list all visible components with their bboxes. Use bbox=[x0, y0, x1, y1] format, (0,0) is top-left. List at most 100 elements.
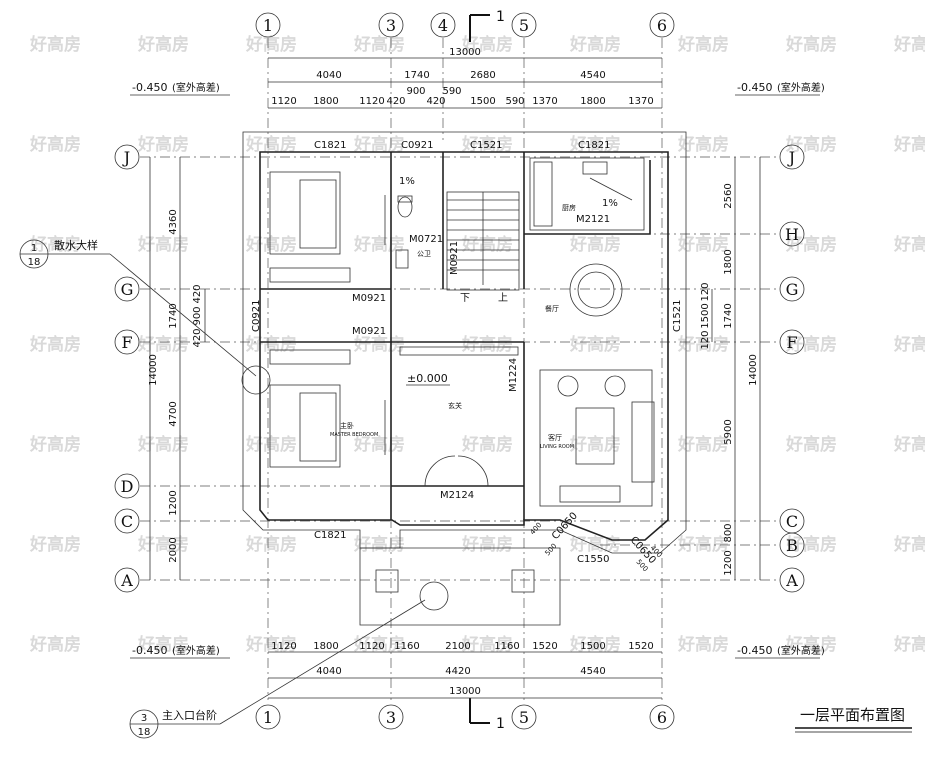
watermark-text: 好高房 bbox=[137, 334, 189, 355]
svg-text:1: 1 bbox=[31, 243, 37, 254]
svg-text:M0921: M0921 bbox=[352, 293, 386, 304]
svg-text:18: 18 bbox=[138, 727, 151, 738]
svg-text:J: J bbox=[122, 148, 130, 167]
svg-text:1740: 1740 bbox=[723, 303, 734, 328]
axis-bubble-D-left: D bbox=[114, 473, 140, 499]
watermark-text: 好高房 bbox=[353, 434, 405, 455]
watermark-text: 好高房 bbox=[353, 234, 405, 255]
watermark-text: 好高房 bbox=[245, 334, 297, 355]
svg-text:玄关: 玄关 bbox=[448, 401, 462, 410]
axis-bubble-G-right: G bbox=[779, 276, 805, 302]
axis-bubble-1-bottom: 1 bbox=[255, 704, 281, 730]
watermark-text: 好高房 bbox=[245, 434, 297, 455]
watermark-text: 好高房 bbox=[893, 34, 925, 55]
svg-text:590: 590 bbox=[505, 96, 524, 107]
svg-text:M2121: M2121 bbox=[576, 214, 610, 225]
svg-text:1: 1 bbox=[496, 716, 505, 732]
svg-text:1120: 1120 bbox=[271, 641, 296, 652]
svg-text:-0.450: -0.450 bbox=[737, 81, 772, 94]
svg-text:G: G bbox=[121, 280, 134, 299]
svg-text:1: 1 bbox=[263, 16, 273, 35]
svg-text:420: 420 bbox=[192, 284, 203, 303]
watermark-text: 好高房 bbox=[353, 634, 405, 655]
watermark-text: 好高房 bbox=[569, 134, 621, 155]
elevation-bottom-right: -0.450 (室外高差) bbox=[735, 644, 825, 659]
drawing-title: 一层平面布置图 bbox=[795, 706, 912, 733]
watermark-text: 好高房 bbox=[245, 634, 297, 655]
svg-text:(室外高差): (室外高差) bbox=[172, 644, 220, 657]
svg-text:1800: 1800 bbox=[723, 249, 734, 274]
svg-text:厨房: 厨房 bbox=[562, 203, 576, 212]
svg-text:1: 1 bbox=[263, 708, 273, 727]
svg-text:(室外高差): (室外高差) bbox=[777, 81, 825, 94]
svg-text:14000: 14000 bbox=[748, 354, 759, 386]
watermark-text: 好高房 bbox=[29, 234, 81, 255]
watermark-text: 好高房 bbox=[137, 434, 189, 455]
svg-text:4700: 4700 bbox=[168, 401, 179, 426]
svg-text:120: 120 bbox=[700, 282, 711, 301]
svg-text:6: 6 bbox=[657, 708, 667, 727]
watermark-text: 好高房 bbox=[245, 534, 297, 555]
watermark-text: 好高房 bbox=[137, 134, 189, 155]
axis-bubble-4: 4 bbox=[430, 12, 456, 38]
svg-text:13000: 13000 bbox=[449, 47, 481, 58]
svg-text:散水大样: 散水大样 bbox=[54, 238, 98, 252]
watermark-text: 好高房 bbox=[569, 634, 621, 655]
svg-text:4540: 4540 bbox=[580, 70, 605, 81]
axis-bubble-J-left: J bbox=[114, 144, 140, 170]
svg-text:1800: 1800 bbox=[580, 96, 605, 107]
watermark-text: 好高房 bbox=[245, 234, 297, 255]
axis-bubble-F-left: F bbox=[114, 329, 140, 355]
svg-text:1800: 1800 bbox=[313, 96, 338, 107]
svg-text:±0.000: ±0.000 bbox=[407, 372, 448, 385]
watermark-text: 好高房 bbox=[137, 234, 189, 255]
bathroom: 公卫 bbox=[395, 195, 431, 269]
watermark-text: 好高房 bbox=[893, 134, 925, 155]
building-walls bbox=[242, 131, 687, 626]
axis-bubble-G-left: G bbox=[114, 276, 140, 302]
svg-text:-0.450: -0.450 bbox=[132, 81, 167, 94]
svg-text:900: 900 bbox=[406, 86, 425, 97]
watermark-text: 好高房 bbox=[893, 334, 925, 355]
svg-text:4040: 4040 bbox=[316, 70, 341, 81]
svg-text:800: 800 bbox=[723, 523, 734, 542]
svg-text:1500: 1500 bbox=[470, 96, 495, 107]
svg-text:420: 420 bbox=[192, 328, 203, 347]
svg-text:14000: 14000 bbox=[148, 354, 159, 386]
living-room-furniture: 客厅 LIVING ROOM bbox=[539, 369, 655, 507]
axis-bubble-B-right: B bbox=[779, 532, 805, 558]
watermark-text: 好高房 bbox=[353, 134, 405, 155]
svg-text:1: 1 bbox=[496, 9, 505, 25]
svg-text:1520: 1520 bbox=[532, 641, 557, 652]
watermark-text: 好高房 bbox=[137, 34, 189, 55]
watermark-text: 好高房 bbox=[677, 534, 729, 555]
svg-text:C1550: C1550 bbox=[577, 554, 609, 565]
svg-text:A: A bbox=[785, 571, 798, 590]
axis-bubble-3-bottom: 3 bbox=[378, 704, 404, 730]
svg-text:A: A bbox=[120, 571, 133, 590]
svg-text:2100: 2100 bbox=[445, 641, 470, 652]
entry-foyer: 玄关 ±0.000 bbox=[399, 346, 519, 487]
svg-text:C1821: C1821 bbox=[314, 530, 346, 541]
watermark-text: 好高房 bbox=[29, 34, 81, 55]
svg-text:C1521: C1521 bbox=[672, 300, 683, 332]
svg-text:1120: 1120 bbox=[271, 96, 296, 107]
dining-table: 餐厅 bbox=[545, 263, 623, 317]
watermark-text: 好高房 bbox=[785, 634, 837, 655]
axis-bubble-A-right: A bbox=[779, 567, 805, 593]
elevation-bottom-left: -0.450 (室外高差) bbox=[130, 644, 230, 659]
svg-text:-0.450: -0.450 bbox=[132, 644, 167, 657]
svg-text:M1224: M1224 bbox=[508, 358, 519, 392]
svg-text:1800: 1800 bbox=[313, 641, 338, 652]
svg-text:3: 3 bbox=[141, 713, 147, 724]
svg-text:400: 400 bbox=[529, 521, 544, 536]
svg-text:420: 420 bbox=[426, 96, 445, 107]
watermark-text: 好高房 bbox=[677, 134, 729, 155]
svg-text:500: 500 bbox=[544, 542, 559, 557]
svg-text:1740: 1740 bbox=[404, 70, 429, 81]
svg-text:1740: 1740 bbox=[168, 303, 179, 328]
svg-text:1200: 1200 bbox=[723, 550, 734, 575]
svg-text:1%: 1% bbox=[602, 198, 618, 209]
watermark-text: 好高房 bbox=[785, 334, 837, 355]
